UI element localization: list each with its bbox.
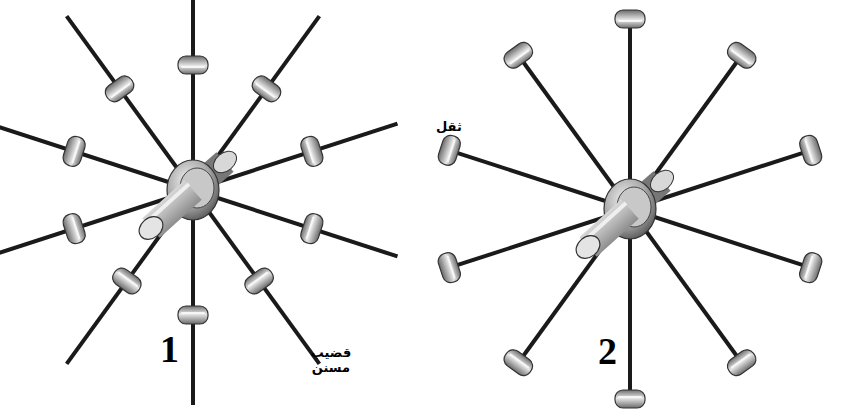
threaded-rod [191,190,195,405]
threaded-rod [67,16,193,190]
weight [724,347,759,379]
wheel-two [436,10,824,408]
threaded-rod [0,190,193,256]
weight [178,56,208,74]
weight [436,251,462,285]
threaded-rod [193,190,397,256]
weight [798,133,824,167]
weight [501,39,536,71]
threaded-rod [449,209,630,268]
weight [501,347,536,379]
wheel-one [0,0,397,405]
threaded-rod [630,150,811,209]
weight [436,133,462,167]
weight [615,390,645,408]
weight [299,212,325,246]
weight [798,251,824,285]
weight [61,134,87,168]
weight [242,265,277,297]
threaded-rod [0,124,193,190]
weight [102,73,137,105]
weight [724,39,759,71]
weight [61,212,87,246]
threaded-rod [449,150,630,209]
threaded-rod [630,209,811,268]
figure-number: 2 [598,332,617,370]
threaded-rod [193,190,319,364]
weight [249,73,284,105]
weight [109,265,144,297]
part-label: قضيب مسنن [305,346,357,376]
threaded-rod [193,124,397,190]
weight [299,134,325,168]
weight [615,10,645,28]
hub-axle [135,147,241,244]
hub-axle [572,166,678,263]
weight [178,306,208,324]
figure-number: 1 [160,330,179,368]
threaded-rod [193,16,319,190]
part-label: ثقل [436,120,462,135]
